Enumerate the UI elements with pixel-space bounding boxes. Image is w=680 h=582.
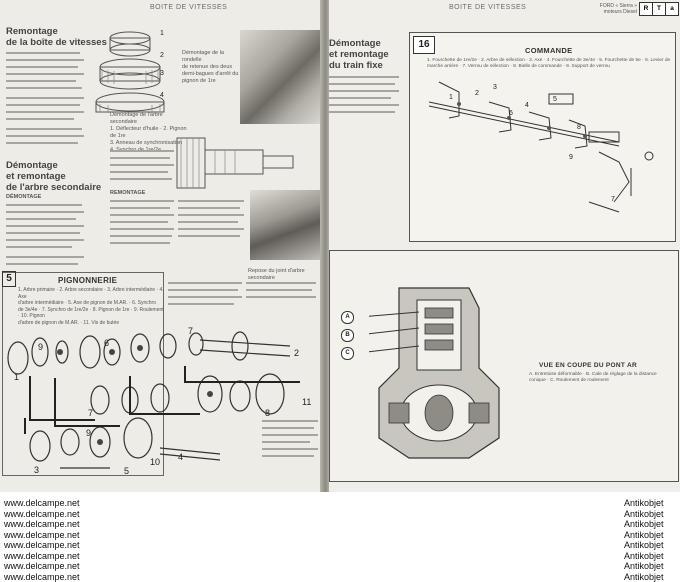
commande-callout-6: 6 — [509, 110, 513, 117]
callout-9b: 9 — [86, 428, 92, 438]
photo-joint-repose — [250, 190, 320, 260]
callout-5: 5 — [124, 466, 130, 476]
heading-remontage: Remontage de la boîte de vitesses — [6, 26, 107, 48]
panel-16-number: 16 — [413, 36, 435, 54]
panel-5-caption: 1. Arbre primaire · 2. Arbre secondaire … — [18, 287, 164, 326]
callout-2a: 2 — [160, 52, 164, 59]
shaft-drawing — [176, 137, 294, 189]
callout-4a: 4 — [160, 92, 164, 99]
callout-2: 2 — [294, 348, 300, 358]
badge-letter-t: T — [652, 2, 666, 16]
footer-right-watermark: Antikobjet Antikobjet Antikobjet Antikob… — [624, 498, 664, 582]
synchro-stack-drawing — [95, 31, 165, 113]
callout-1: 1 — [14, 372, 20, 382]
panel-16-caption: 1. Fourchette de 1re/2e · 2. Arbre de sé… — [427, 58, 671, 69]
footer-left-watermark: www.delcampe.net www.delcampe.net www.de… — [4, 498, 80, 582]
commande-callout-7: 7 — [611, 196, 615, 203]
callout-4: 4 — [178, 452, 184, 462]
selector-fork-drawing — [428, 81, 654, 213]
callout-6: 6 — [104, 338, 110, 348]
callout-3: 3 — [34, 465, 40, 475]
model-badge-text: FORD « Sierra » moteurs Diesel — [599, 3, 637, 15]
commande-callout-5: 5 — [553, 96, 557, 103]
commande-callout-4: 4 — [525, 102, 529, 109]
photo-gear-removal — [240, 30, 323, 124]
commande-callout-1: 1 — [449, 94, 453, 101]
callout-8: 8 — [265, 408, 271, 418]
exploded-gear-train — [7, 331, 300, 469]
left-running-head: BOITE DE VITESSES — [150, 4, 228, 11]
photo-caption: Démontage de la rondelle de retenue des … — [182, 50, 239, 84]
scanned-spread: BOITE DE VITESSES Remontage de la boîte … — [0, 0, 680, 492]
commande-callout-8: 8 — [577, 124, 581, 131]
callout-7b: 7 — [88, 408, 94, 418]
heading-train-fixe: Démontage et remontage du train fixe — [329, 38, 389, 71]
callout-9a: 9 — [38, 342, 44, 352]
callout-1a: 1 — [160, 30, 164, 37]
pont-ar-title: VUE EN COUPE DU PONT AR — [539, 362, 638, 369]
photo2-caption: Repose du joint d'arbre secondaire — [248, 268, 305, 281]
panel-pignonnerie — [2, 272, 164, 476]
heading-arbre-secondaire: Démontage et remontage de l'arbre second… — [6, 160, 102, 193]
cutaway-callout-b: B — [341, 329, 354, 342]
badge-letter-r: R — [639, 2, 653, 16]
callout-10: 10 — [150, 457, 161, 467]
right-page: BOITE DE VITESSES FORD « Sierra » moteur… — [329, 0, 680, 492]
cutaway-callout-c: C — [341, 347, 354, 360]
cutaway-callout-a: A — [341, 311, 354, 324]
callout-7a: 7 — [188, 326, 194, 336]
badge-letter-a: a — [665, 2, 679, 16]
commande-callout-2: 2 — [475, 90, 479, 97]
commande-callout-9: 9 — [569, 154, 573, 161]
subhead-demontage: DÉMONTAGE — [6, 194, 42, 200]
panel-16-title: COMMANDE — [525, 46, 573, 55]
right-running-head: BOITE DE VITESSES — [449, 4, 527, 11]
callout-3a: 3 — [160, 70, 164, 77]
panel-5-title: PIGNONNERIE — [58, 276, 118, 285]
panel-5-number: 5 — [2, 271, 16, 287]
pont-ar-cutaway — [369, 287, 500, 459]
pont-ar-caption: A. Entretoise déformable · B. Cale de ré… — [529, 372, 657, 383]
panel-commande — [409, 32, 676, 242]
left-page: BOITE DE VITESSES Remontage de la boîte … — [0, 0, 323, 492]
commande-callout-3: 3 — [493, 84, 497, 91]
callout-11: 11 — [302, 397, 312, 407]
subhead-remontage: REMONTAGE — [110, 190, 146, 196]
